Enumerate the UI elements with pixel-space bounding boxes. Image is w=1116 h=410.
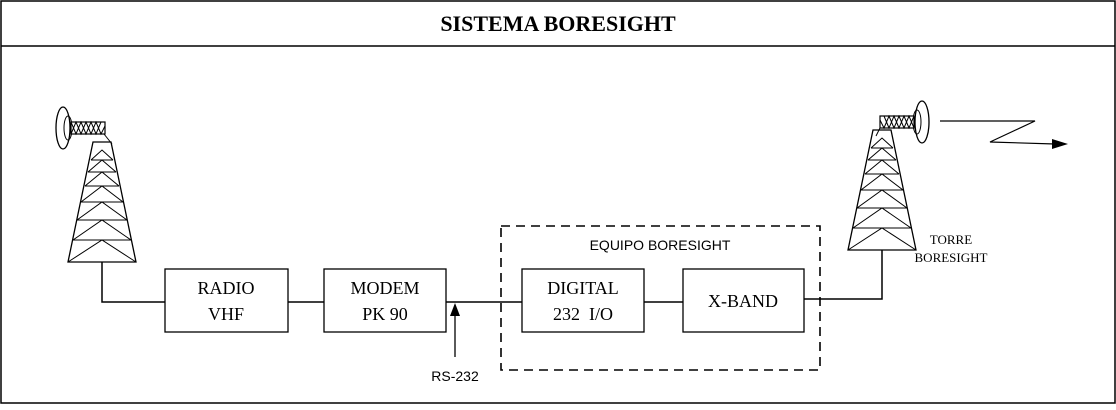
digital-io-block: DIGITAL 232 I/O xyxy=(522,269,644,332)
modem-label-line1: MODEM xyxy=(350,278,419,298)
outer-frame xyxy=(1,1,1115,403)
wireless-signal-arrow-icon xyxy=(940,121,1068,149)
modem-block: MODEM PK 90 xyxy=(324,269,446,332)
rs232-arrow-icon xyxy=(450,303,460,357)
x-band-block: X-BAND xyxy=(683,269,804,332)
tower-label-line1: TORRE xyxy=(930,232,972,247)
digital-label-line1: DIGITAL xyxy=(547,278,619,298)
rs232-label: RS-232 xyxy=(431,368,479,384)
diagram-title: SISTEMA BORESIGHT xyxy=(440,11,676,36)
radio-label-line2: VHF xyxy=(208,304,244,324)
xband-label: X-BAND xyxy=(708,291,778,311)
right-tower-icon xyxy=(848,101,929,250)
left-tower-icon xyxy=(56,107,136,262)
digital-label-line2: 232 I/O xyxy=(553,304,613,324)
group-label: EQUIPO BORESIGHT xyxy=(590,237,731,253)
modem-label-line2: PK 90 xyxy=(362,304,408,324)
radio-vhf-block: RADIO VHF xyxy=(165,269,288,332)
tower-label-line2: BORESIGHT xyxy=(915,250,988,265)
radio-label-line1: RADIO xyxy=(198,278,255,298)
